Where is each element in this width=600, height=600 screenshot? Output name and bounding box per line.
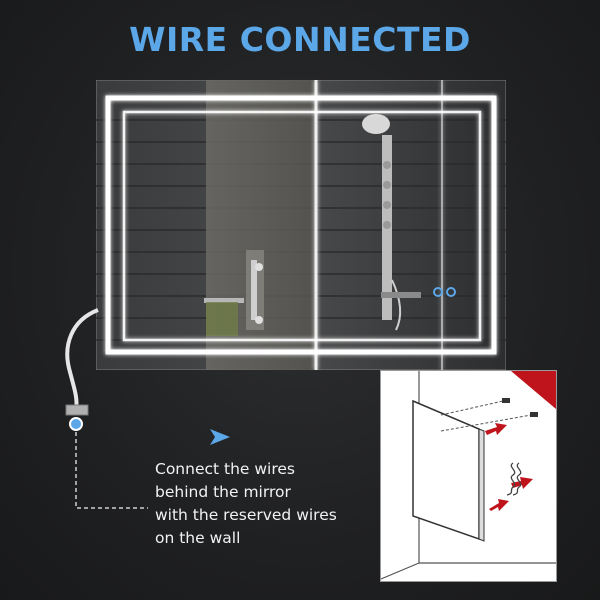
arrow-left-icon <box>511 477 533 489</box>
instruction-line: on the wall <box>155 529 241 547</box>
arrow-right-icon <box>485 423 507 435</box>
triangle-right-icon <box>210 429 230 445</box>
instruction-text: Connect the wires behind the mirror with… <box>155 458 375 550</box>
instruction-line: behind the mirror <box>155 483 291 501</box>
instruction-line: with the reserved wires <box>155 506 337 524</box>
wiring-illustration <box>380 371 556 580</box>
led-mirror <box>96 80 506 370</box>
arrow-right-icon <box>489 499 509 511</box>
wiring-diagram <box>380 370 557 582</box>
instruction-line: Connect the wires <box>155 460 296 478</box>
touch-sensor-icon <box>433 287 456 297</box>
page-title: WIRE CONNECTED <box>129 20 471 59</box>
